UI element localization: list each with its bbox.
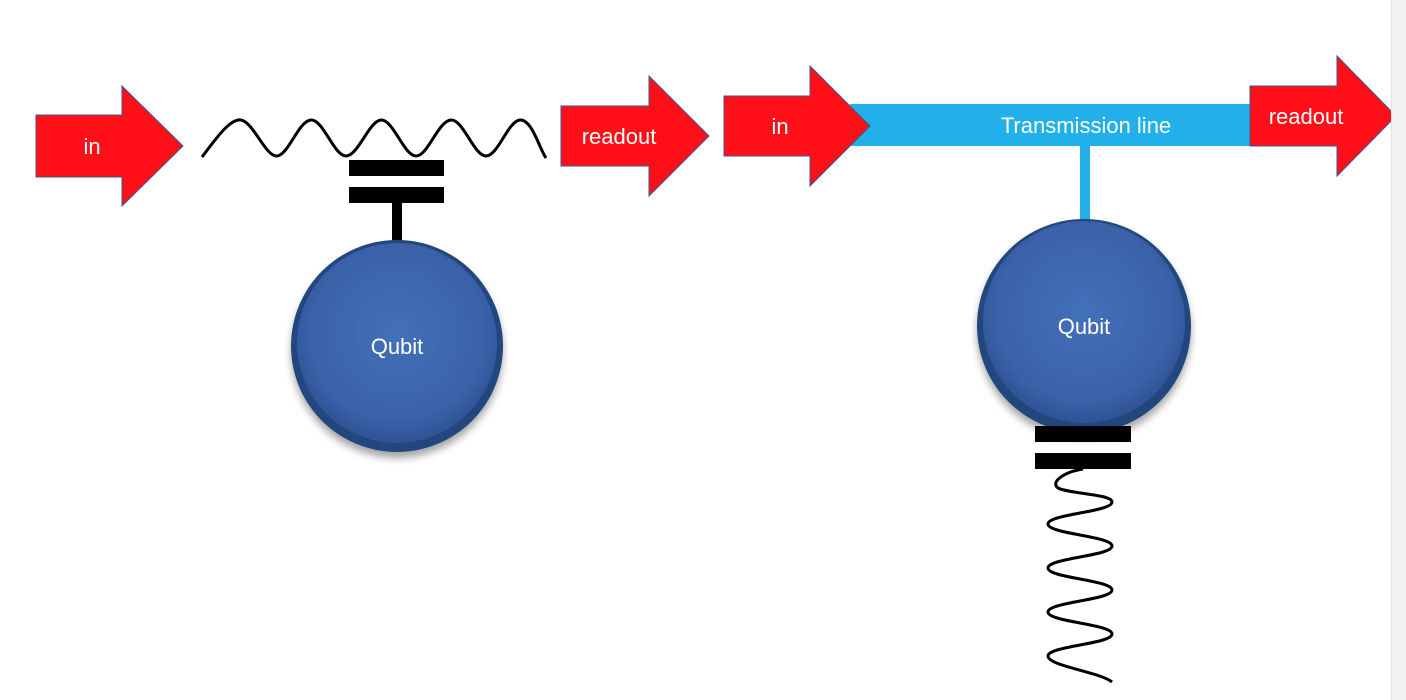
right-capacitor [1035, 426, 1131, 469]
left-diagram: in Qubit readout [35, 74, 710, 452]
transmission-coupler [1080, 144, 1090, 224]
left-qubit [291, 240, 503, 452]
right-in-arrow: in [723, 64, 871, 188]
transmission-line-label: Transmission line [1001, 113, 1171, 138]
right-qubit-label: Qubit [1058, 314, 1111, 339]
right-qubit [977, 219, 1191, 433]
right-diagram: Transmission line in readout Qubit [723, 54, 1392, 684]
left-readout-label: readout [582, 124, 657, 149]
left-readout-arrow: readout [560, 74, 710, 198]
right-readout-label: readout [1269, 104, 1344, 129]
right-in-label: in [771, 114, 788, 139]
left-in-arrow: in [35, 84, 184, 208]
transmission-line [850, 104, 1270, 146]
left-resonator-wave [200, 118, 548, 159]
left-qubit-label: Qubit [371, 334, 424, 359]
left-in-label: in [83, 134, 100, 159]
right-readout-arrow: readout [1249, 54, 1392, 178]
vertical-scrollbar[interactable] [1391, 0, 1406, 700]
right-resonator-wave [1046, 467, 1114, 684]
left-capacitor [349, 160, 444, 243]
